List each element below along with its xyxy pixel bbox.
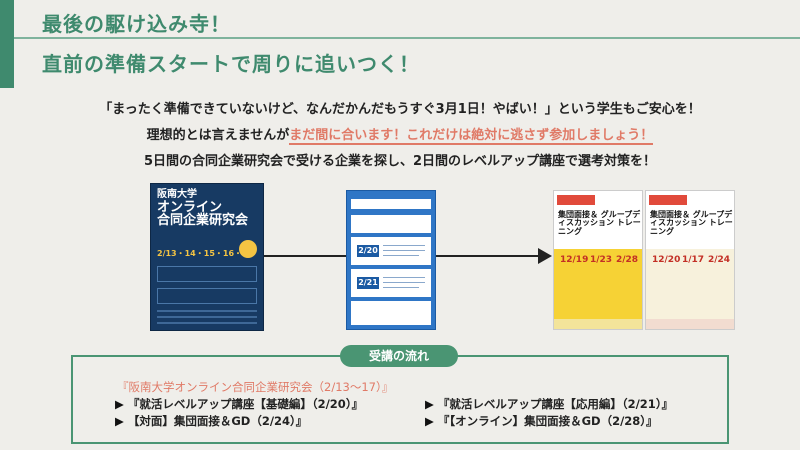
poster4-schedule-panel: 12/20 1/17 2/24 — [646, 249, 734, 319]
poster1-section — [157, 266, 257, 282]
poster3-date-3: 2/28 — [616, 255, 639, 265]
poster1-title-small: 阪南大学 — [157, 189, 197, 200]
poster1-text-line — [157, 310, 257, 312]
poster4-title: 集団面接＆ グループディスカッション トレーニング — [650, 210, 733, 236]
intro-p2-prefix: 理想的とは言えませんが — [146, 128, 290, 143]
poster2-text-line — [383, 250, 425, 251]
poster1-text-line — [157, 316, 257, 318]
flow-item-levelup-basic-label: 『就活レベルアップ講座【基礎編】（2/20）』 — [127, 397, 364, 411]
flow-item-company-fair: 『阪南大学オンライン合同企業研究会（2/13～17）』 — [117, 380, 394, 394]
poster3-title: 集団面接＆ グループディスカッション トレーニング — [558, 210, 641, 236]
heading-line-1: 最後の駆け込み寺！ — [42, 12, 231, 36]
poster-gd-training-in-person: 集団面接＆ グループディスカッション トレーニング 12/20 1/17 2/2… — [645, 190, 735, 330]
flow-item-levelup-advanced-label: 『就活レベルアップ講座【応用編】（2/21）』 — [437, 397, 674, 411]
poster2-date-2: 2/21 — [357, 277, 379, 289]
poster1-section — [157, 288, 257, 304]
poster2-text-line — [383, 245, 425, 246]
accent-bar — [0, 0, 14, 88]
poster-gd-training-online: 集団面接＆ グループディスカッション トレーニング 12/19 1/23 2/2… — [553, 190, 643, 330]
flow-arrow-icon: ▶ — [425, 397, 434, 411]
poster-levelup-course: 2/20 2/21 — [346, 190, 436, 330]
poster4-date-3: 2/24 — [708, 255, 731, 265]
poster1-text-line — [157, 322, 257, 324]
poster1-title: 阪南大学 オンライン 合同企業研究会 — [157, 189, 249, 229]
course-flow-label: 受講の流れ — [340, 345, 458, 367]
intro-p2-highlight: まだ間に合います！これだけは絶対に逃さず参加しましょう！ — [289, 128, 654, 145]
poster4-footer — [646, 319, 734, 329]
poster-joint-company-fair: 阪南大学 オンライン 合同企業研究会 2/13・14・15・16・17 — [150, 183, 264, 331]
flow-item-levelup-advanced: ▶『就活レベルアップ講座【応用編】（2/21）』 — [425, 396, 673, 412]
poster2-text-line — [383, 287, 419, 288]
flow-arrow-icon: ▶ — [115, 397, 124, 411]
poster2-text-line — [383, 255, 419, 256]
poster2-text-line — [383, 277, 425, 278]
flow-arrow-head — [538, 248, 552, 264]
flow-item-gd-in-person-label: 【対面】集団面接＆GD（2/24）』 — [127, 414, 308, 428]
poster2-day2-card: 2/21 — [351, 269, 431, 297]
poster3-schedule-panel: 12/19 1/23 2/28 — [554, 249, 642, 319]
poster2-intro-card — [351, 215, 431, 233]
intro-paragraph-1: 「まったく準備できていないけど、なんだかんだもうすぐ3月1日！やばい！」という学… — [99, 102, 701, 117]
poster2-day1-card: 2/20 — [351, 237, 431, 265]
flow-item-gd-in-person: ▶【対面】集団面接＆GD（2/24）』 — [115, 413, 307, 429]
poster1-badge — [239, 240, 257, 258]
intro-paragraph-3: 5日間の合同企業研究会で受ける企業を探し、2日間のレベルアップ講座で選考対策を！ — [143, 154, 657, 169]
heading-line-2: 直前の準備スタートで周りに追いつく！ — [42, 52, 420, 76]
flow-item-gd-online-label: 『【オンライン】集団面接＆GD（2/28）』 — [437, 414, 658, 428]
poster4-date-1: 12/20 — [652, 255, 681, 265]
poster4-tag — [649, 195, 687, 205]
heading-divider — [14, 37, 800, 39]
poster1-title-big1: オンライン — [157, 199, 223, 215]
intro-paragraph-2: 理想的とは言えませんがまだ間に合います！これだけは絶対に逃さず参加しましょう！ — [0, 124, 800, 145]
poster3-tag — [557, 195, 595, 205]
poster3-footer — [554, 319, 642, 329]
poster2-text-line — [383, 282, 425, 283]
poster3-date-1: 12/19 — [560, 255, 589, 265]
poster2-header — [351, 199, 431, 209]
poster3-date-2: 1/23 — [590, 255, 613, 265]
flow-item-gd-online: ▶『【オンライン】集団面接＆GD（2/28）』 — [425, 413, 658, 429]
poster2-date-1: 2/20 — [357, 245, 379, 257]
flow-item-levelup-basic: ▶『就活レベルアップ講座【基礎編】（2/20）』 — [115, 396, 363, 412]
flow-arrow-icon: ▶ — [115, 414, 124, 428]
poster1-title-big2: 合同企業研究会 — [157, 213, 249, 229]
poster2-info-card — [351, 301, 431, 325]
poster4-date-2: 1/17 — [682, 255, 705, 265]
flow-arrow-icon: ▶ — [425, 414, 434, 428]
poster1-dates: 2/13・14・15・16・17 — [157, 249, 254, 258]
